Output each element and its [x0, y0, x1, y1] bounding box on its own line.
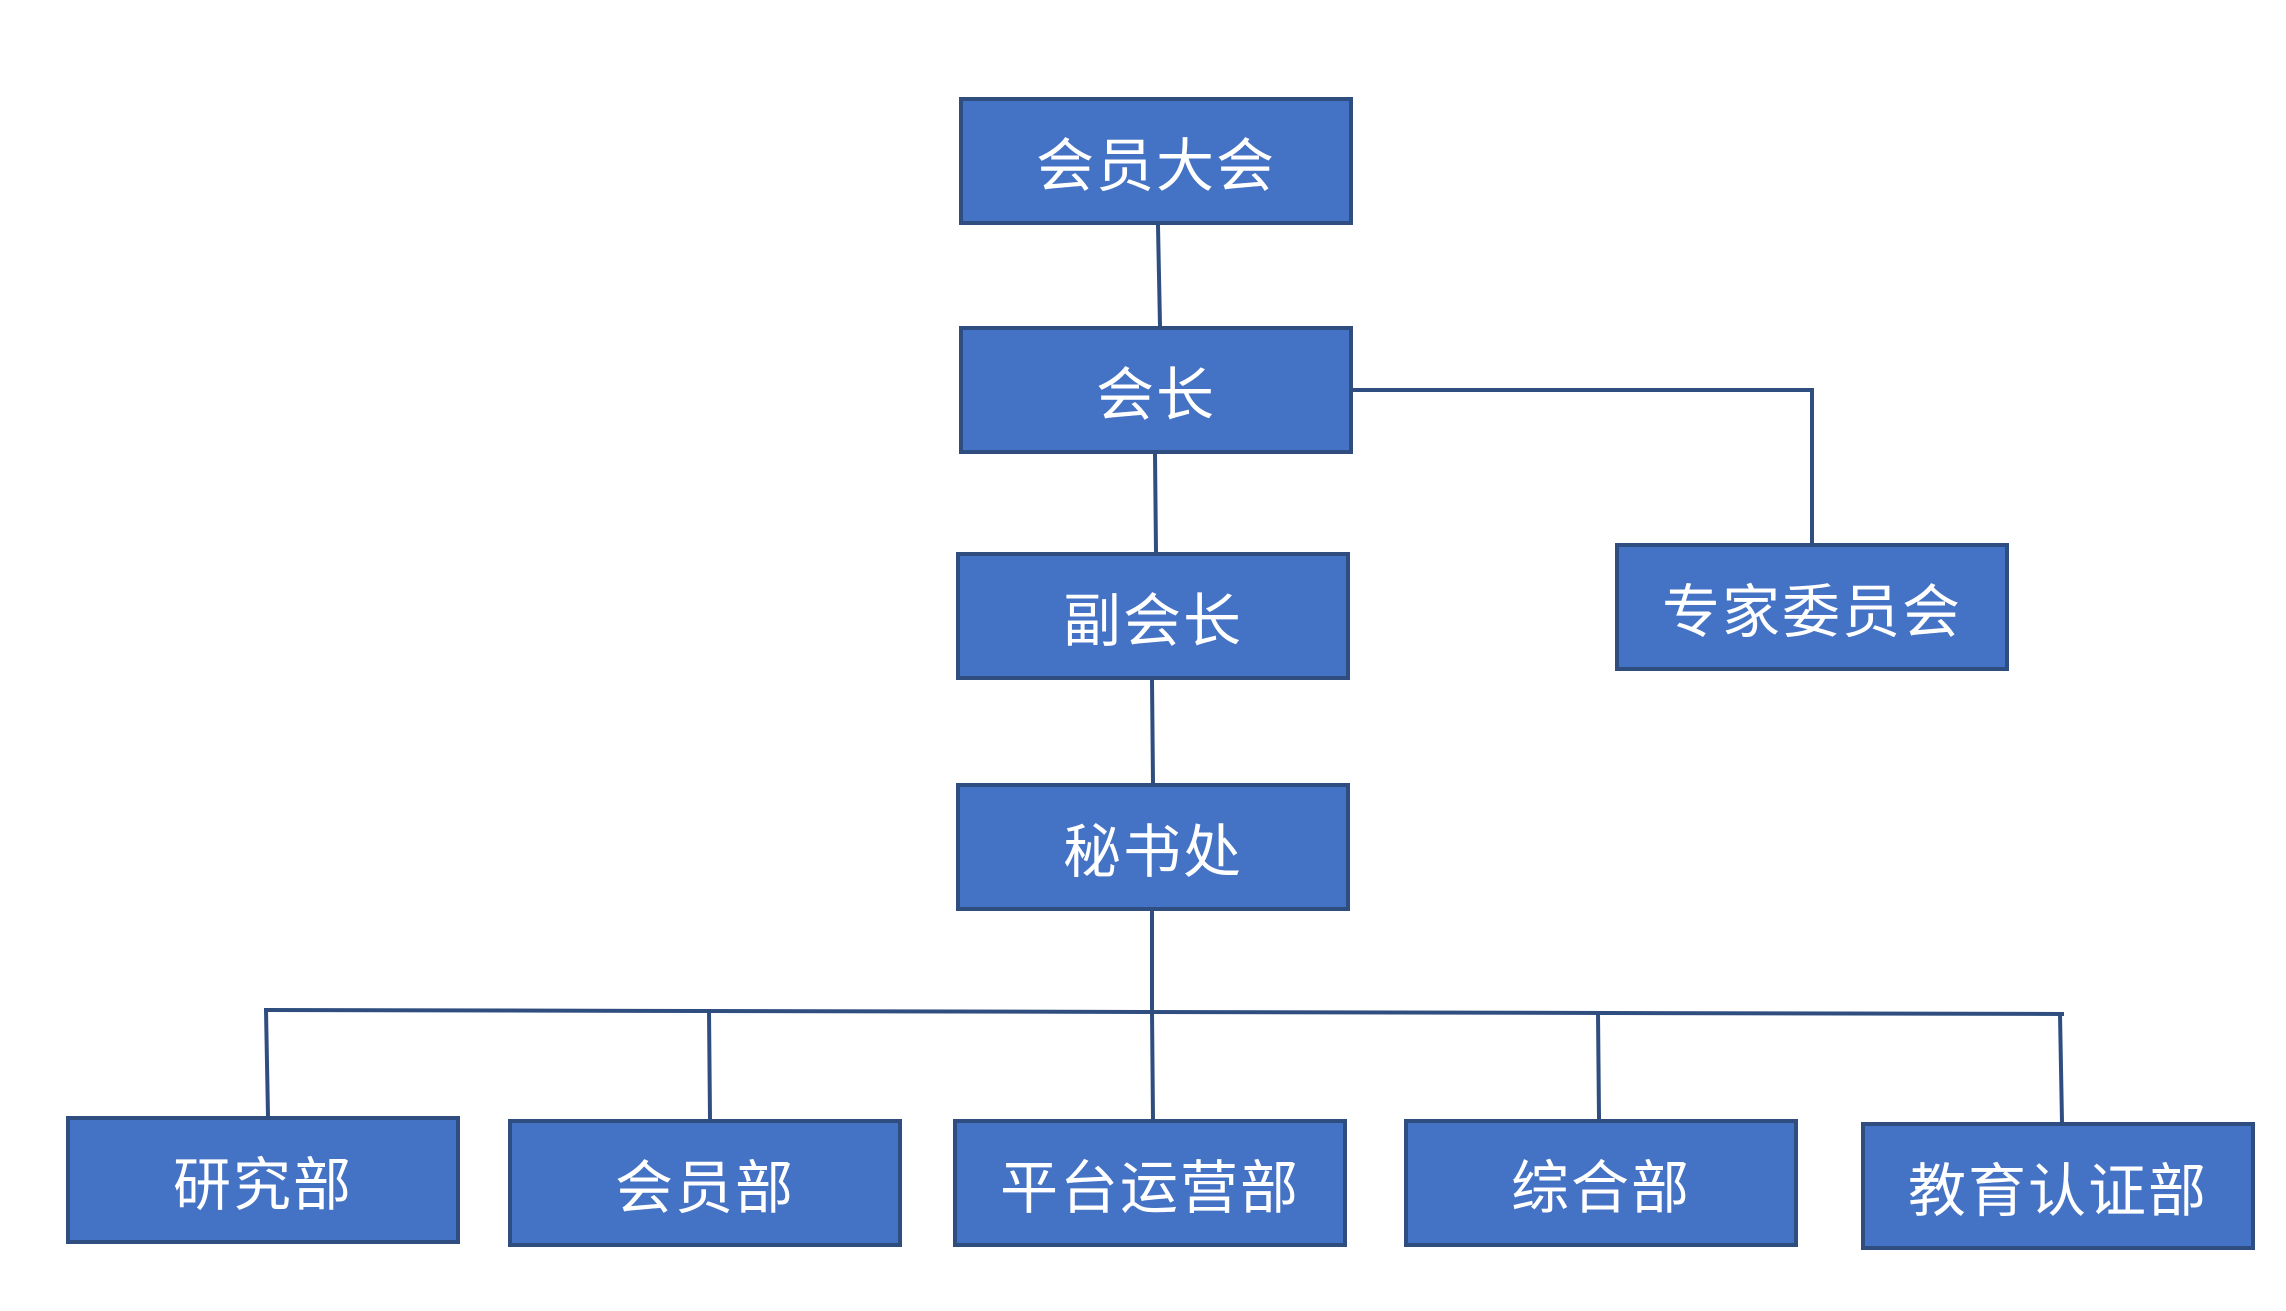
node-label: 副会长 [1062, 587, 1243, 655]
node-label: 教育认证部 [1907, 1157, 2208, 1225]
node-president: 会长 [959, 326, 1353, 454]
node-label: 秘书处 [1062, 818, 1243, 886]
connector-departments-bus [263, 1007, 2065, 1017]
node-label: 专家委员会 [1661, 578, 1962, 646]
node-platform-ops-dept: 平台运营部 [953, 1119, 1347, 1247]
node-general-affairs-dept: 综合部 [1404, 1119, 1798, 1247]
connector-bus-membership [706, 1008, 713, 1122]
node-vice-president: 副会长 [956, 552, 1350, 680]
connector-bus-research [263, 1007, 271, 1119]
connector-bus-education [2057, 1011, 2065, 1125]
node-secretariat: 秘书处 [956, 783, 1350, 911]
connector-assembly-president [1155, 223, 1163, 329]
node-label: 会员部 [614, 1154, 795, 1222]
node-label: 会员大会 [1035, 132, 1276, 200]
connector-bus-general [1595, 1010, 1602, 1120]
connector-president-vice [1152, 451, 1159, 555]
connector-vice-secretariat [1149, 677, 1156, 786]
node-label: 综合部 [1510, 1154, 1691, 1222]
node-label: 研究部 [172, 1151, 353, 1219]
node-education-cert-dept: 教育认证部 [1861, 1122, 2255, 1250]
node-label: 会长 [1095, 361, 1216, 429]
connector-bus-platform [1149, 1009, 1156, 1122]
node-expert-committee: 专家委员会 [1615, 543, 2009, 671]
node-membership-dept: 会员部 [508, 1119, 902, 1247]
node-research-dept: 研究部 [66, 1116, 460, 1244]
node-general-assembly: 会员大会 [959, 97, 1353, 225]
node-label: 平台运营部 [999, 1154, 1300, 1222]
